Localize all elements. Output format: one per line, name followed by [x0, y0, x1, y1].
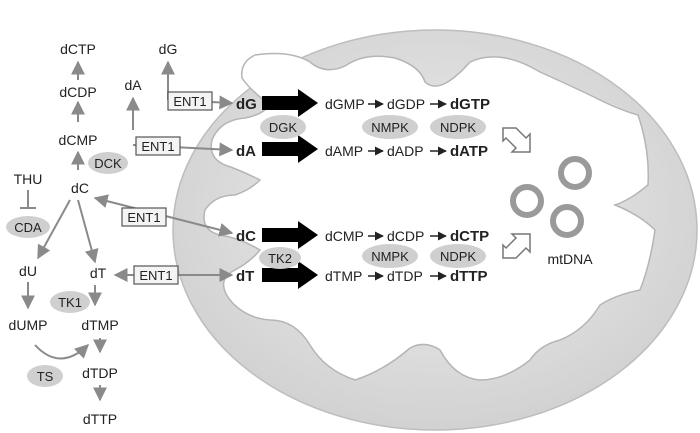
- svg-text:dCTP: dCTP: [450, 228, 489, 245]
- svg-text:TS: TS: [37, 369, 54, 384]
- svg-text:dAMP: dAMP: [325, 143, 363, 159]
- mito-dg: dG: [236, 96, 257, 113]
- enzyme-nmpk-top: NMPK: [362, 115, 418, 139]
- label-dcmp-cyto: dCMP: [59, 132, 98, 148]
- svg-text:dATP: dATP: [450, 143, 488, 160]
- enzyme-tk2: TK2: [259, 247, 301, 269]
- svg-text:dGMP: dGMP: [325, 96, 365, 112]
- ent1-transporter-3: ENT1: [121, 207, 167, 227]
- enzyme-dgk: DGK: [260, 115, 306, 139]
- thu-inhibition-line: [20, 190, 36, 209]
- label-dtmp-cyto: dTMP: [81, 317, 118, 333]
- enzyme-ndpk-bottom: NDPK: [430, 244, 486, 268]
- chain-dg: dGMP dGDP dGTP: [325, 96, 490, 113]
- label-dc-cyto: dC: [71, 180, 89, 196]
- svg-text:ENT1: ENT1: [141, 139, 174, 154]
- svg-text:dTMP: dTMP: [325, 268, 362, 284]
- svg-text:dTTP: dTTP: [450, 268, 488, 285]
- ent1-transporter-4: ENT1: [133, 265, 179, 285]
- chain-da: dAMP dADP dATP: [325, 143, 488, 160]
- label-dt-cyto: dT: [90, 265, 107, 281]
- label-dcdp-cyto: dCDP: [59, 84, 96, 100]
- enzyme-ndpk-top: NDPK: [430, 115, 486, 139]
- svg-text:TK1: TK1: [58, 295, 82, 310]
- svg-text:NDPK: NDPK: [440, 120, 476, 135]
- svg-text:CDA: CDA: [14, 220, 42, 235]
- label-dtdp-cyto: dTDP: [82, 365, 118, 381]
- svg-text:dGDP: dGDP: [387, 96, 425, 112]
- ent1-transporter-1: ENT1: [167, 91, 213, 111]
- mito-dc: dC: [236, 228, 256, 245]
- label-dttp-cyto: dTTP: [83, 411, 117, 427]
- label-da-cyto: dA: [124, 77, 142, 93]
- enzyme-nmpk-bottom: NMPK: [362, 244, 418, 268]
- svg-text:dADP: dADP: [387, 143, 424, 159]
- chain-dt: dTMP dTDP dTTP: [325, 268, 488, 285]
- label-mtdna: mtDNA: [547, 251, 593, 267]
- mtdna-circles: [510, 156, 592, 238]
- enzyme-ts: TS: [27, 365, 63, 387]
- ts-curved-arrow: [34, 344, 90, 360]
- cytosol-arrows: [21, 60, 175, 402]
- mito-da: dA: [236, 143, 256, 160]
- enzyme-cda: CDA: [6, 216, 50, 238]
- svg-text:dCMP: dCMP: [325, 228, 364, 244]
- open-arrow-to-mtdna-top: [502, 127, 531, 153]
- svg-text:DCK: DCK: [94, 156, 122, 171]
- svg-text:ENT1: ENT1: [173, 94, 206, 109]
- svg-text:NMPK: NMPK: [371, 249, 409, 264]
- svg-text:ENT1: ENT1: [139, 268, 172, 283]
- svg-text:dCDP: dCDP: [387, 228, 424, 244]
- svg-text:NDPK: NDPK: [440, 249, 476, 264]
- enzyme-dck: DCK: [88, 152, 128, 174]
- ent1-transporter-2: ENT1: [135, 136, 181, 156]
- svg-text:TK2: TK2: [268, 251, 292, 266]
- mitochondrion-matrix: [203, 52, 656, 381]
- svg-text:DGK: DGK: [269, 120, 298, 135]
- enzyme-tk1: TK1: [50, 291, 90, 313]
- svg-text:dGTP: dGTP: [450, 96, 490, 113]
- svg-text:ENT1: ENT1: [127, 210, 160, 225]
- label-thu: THU: [14, 171, 43, 187]
- open-arrow-to-mtdna-bottom: [502, 233, 531, 259]
- chain-dc: dCMP dCDP dCTP: [325, 228, 489, 245]
- svg-text:NMPK: NMPK: [371, 120, 409, 135]
- mito-dt: dT: [236, 268, 254, 285]
- label-dump: dUMP: [9, 317, 48, 333]
- label-dctp-cyto: dCTP: [60, 41, 96, 57]
- svg-text:dTDP: dTDP: [387, 268, 423, 284]
- label-du: dU: [19, 263, 37, 279]
- label-dg-cyto: dG: [159, 41, 178, 57]
- kinase-arrows: [262, 89, 318, 289]
